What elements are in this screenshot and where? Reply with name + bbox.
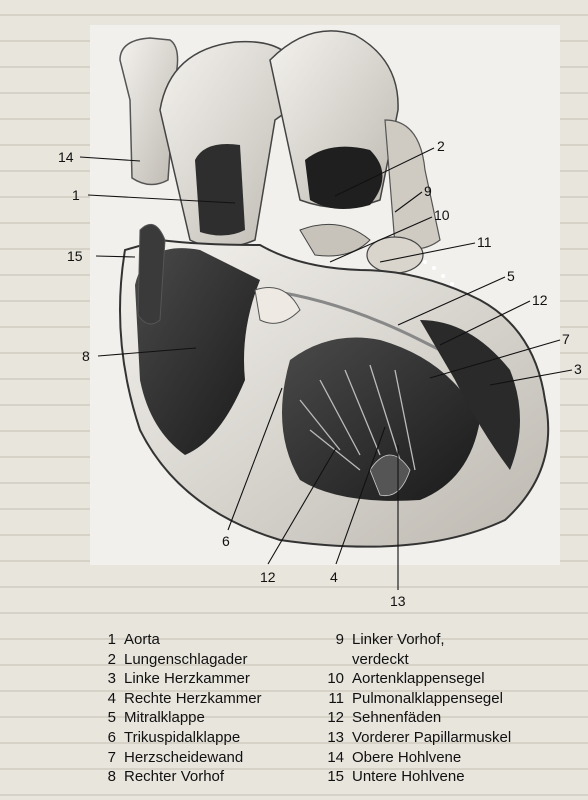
callout-6: 6 (222, 533, 230, 549)
callout-15: 15 (67, 248, 83, 264)
atrium-dot (441, 274, 445, 278)
callout-7: 7 (562, 331, 570, 347)
callout-10: 10 (434, 207, 450, 223)
left-ventricle-cavity-shape (420, 320, 520, 470)
callout-13: 13 (390, 593, 406, 609)
callout-12-bottom: 12 (260, 569, 276, 585)
right-atrium-cavity-shape (135, 248, 260, 455)
callout-2: 2 (437, 138, 445, 154)
atrium-dot (450, 282, 454, 286)
callout-12-right: 12 (532, 292, 548, 308)
callout-1: 1 (72, 187, 80, 203)
callout-11: 11 (477, 234, 492, 250)
callout-14: 14 (58, 149, 74, 165)
chordae-lines (299, 364, 416, 471)
callout-3: 3 (574, 361, 582, 377)
atrium-dot (423, 260, 427, 264)
callout-5: 5 (507, 268, 515, 284)
aortic-valve-shape (299, 223, 371, 257)
callout-4: 4 (330, 569, 338, 585)
callout-9: 9 (424, 183, 432, 199)
callout-8: 8 (82, 348, 90, 364)
atrium-dot (432, 266, 436, 270)
tricuspid-valve-shape (254, 287, 301, 324)
aorta-lumen-shape (195, 144, 245, 236)
leader-lines (79, 147, 573, 590)
pulmonary-lumen-shape (305, 146, 383, 209)
inferior-vena-cava-shape (137, 223, 166, 325)
legend-item-continuation: verdeckt (352, 650, 409, 668)
papillary-muscle-shape (369, 454, 411, 497)
superior-vena-cava-shape (119, 37, 179, 186)
